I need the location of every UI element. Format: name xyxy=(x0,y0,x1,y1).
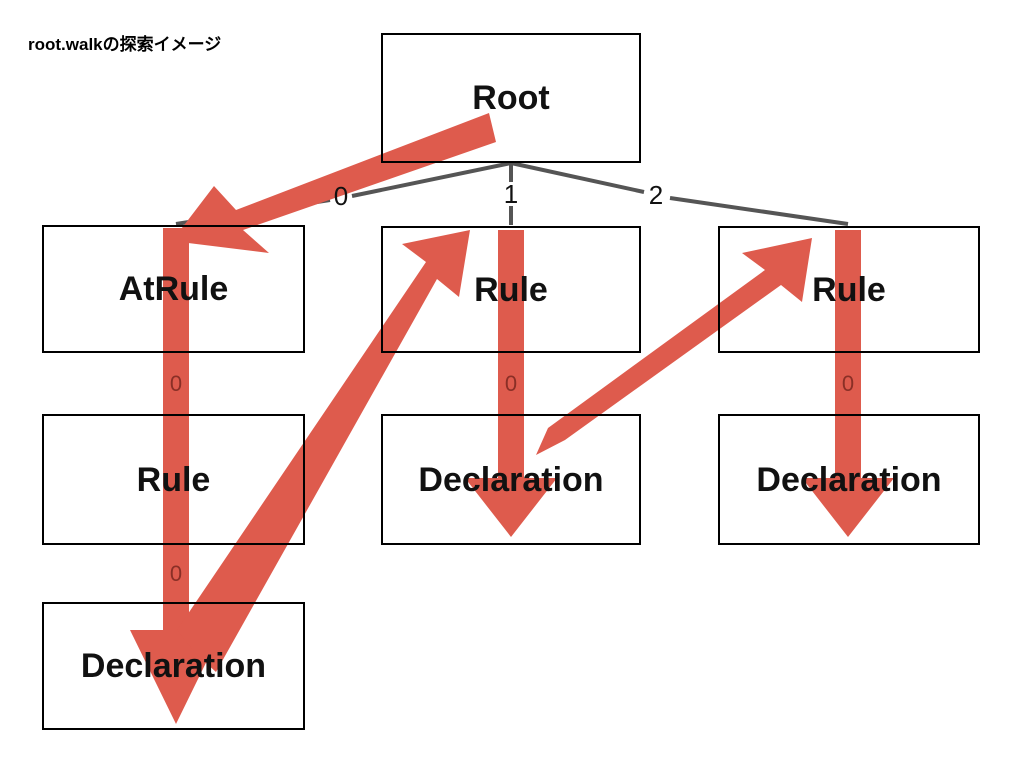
node-rule-mid-label: Rule xyxy=(474,270,548,309)
node-atrule-label: AtRule xyxy=(118,270,229,308)
node-rule-left-label: Rule xyxy=(136,460,211,499)
walk-arrow-root-to-atrule xyxy=(172,113,496,253)
walk-arrow-rulemid-to-declmid xyxy=(465,230,557,537)
edge-line-root-ruleright-tail xyxy=(669,196,849,226)
node-rule-mid[interactable]: Rule xyxy=(381,226,641,353)
walk-arrow-declleft-to-rulemid xyxy=(177,230,470,672)
node-decl-left[interactable]: Declaration xyxy=(42,602,305,730)
walk-arrow-declmid-to-ruleright xyxy=(536,238,812,455)
walk-arrow-layer xyxy=(130,113,894,724)
edge-line-root-atrule xyxy=(351,161,512,198)
node-root-label: Root xyxy=(472,79,550,117)
node-atrule[interactable]: AtRule xyxy=(42,225,305,353)
walk-arrow-ruleright-to-declright xyxy=(802,230,894,537)
node-root[interactable]: Root xyxy=(381,33,641,163)
node-rule-left[interactable]: Rule xyxy=(42,414,305,545)
diagram-caption: root.walkの探索イメージ xyxy=(28,35,222,54)
edge-line-root-ruleright xyxy=(510,161,645,194)
node-rule-right[interactable]: Rule xyxy=(718,226,980,353)
node-rule-right-label: Rule xyxy=(812,270,886,309)
node-decl-left-label: Declaration xyxy=(80,647,267,685)
walk-arrow-atrule-to-ruleleft xyxy=(163,228,189,420)
node-decl-mid[interactable]: Declaration xyxy=(381,414,641,545)
node-decl-mid-label: Declaration xyxy=(418,460,604,499)
node-decl-right[interactable]: Declaration xyxy=(718,414,980,545)
node-decl-right-label: Declaration xyxy=(756,460,942,499)
